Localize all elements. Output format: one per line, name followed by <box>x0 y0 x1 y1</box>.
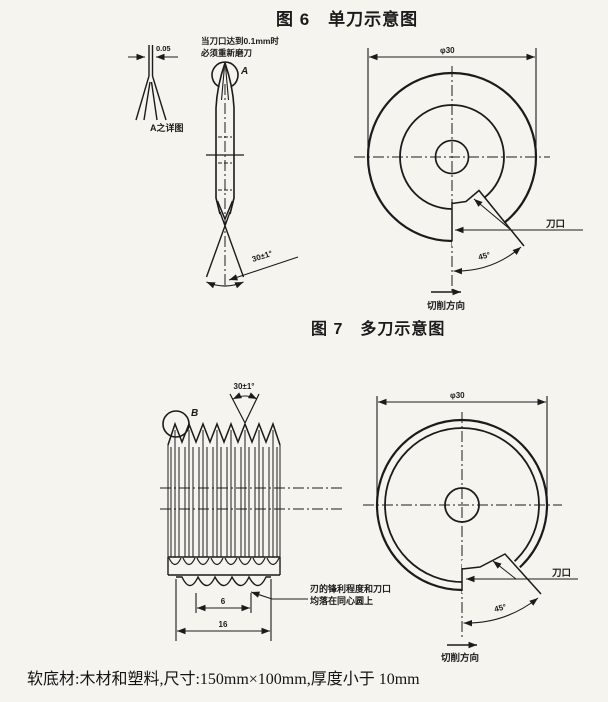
figure6-title: 图 6 单刀示意图 <box>276 10 419 29</box>
edge-angle-label: 45° <box>493 602 507 614</box>
clamp-band-outline <box>167 556 281 576</box>
section-ref-label: A <box>240 66 248 77</box>
edge-leader-diagonal <box>473 198 512 231</box>
blade-outline <box>215 62 235 215</box>
note-line1: 当刀口达到0.1mm时 <box>201 36 279 46</box>
cut-direction-label: 切削方向 <box>441 652 479 664</box>
blade-slot-mask <box>452 189 522 246</box>
edge-angle-arc <box>453 246 522 275</box>
tip-angle-arc <box>232 392 258 400</box>
blade-wedge-lines <box>135 75 167 121</box>
blade-tick-marks <box>218 136 232 191</box>
figure7-title: 图 7 多刀示意图 <box>311 321 446 338</box>
section-ref-label: B <box>191 408 198 419</box>
blade-taper-cross-lines <box>205 211 245 278</box>
callout-leader <box>250 591 308 600</box>
tip-angle-leader <box>228 256 299 281</box>
edge-label: 刀口 <box>546 219 565 230</box>
edge-angle-label: 45° <box>477 250 491 262</box>
detail-caption: A之详图 <box>150 122 184 133</box>
figure6-drawing: 0.05 A之详图 当刀口达到0.1mm时 必须重新磨刀 A <box>128 36 583 312</box>
blade-slot-lines <box>451 189 525 247</box>
callout-line1: 刃的锋利程度和刀口 <box>310 583 391 594</box>
diameter-dim-label: φ30 <box>450 391 465 400</box>
tip-angle-label: 30±1° <box>234 382 255 391</box>
figure7-drawing: B 30±1° 6 16 刃的锋利程度和刀口 均落在同心圆上 <box>160 382 578 664</box>
edge-angle-arc <box>463 597 539 627</box>
edge-label: 刀口 <box>552 568 571 579</box>
multi-blade-side-view: B 30±1° 6 16 刃的锋利程度和刀口 均落在同心圆上 <box>160 382 391 641</box>
fig7-disc-front-view: φ30 刀口 45° 切削方向 <box>363 391 578 664</box>
scalloped-edge <box>176 575 271 587</box>
section-ref-circle <box>211 61 239 88</box>
dim-extension-lines <box>175 579 272 641</box>
clamp-band-tip-notches <box>168 557 280 566</box>
detail-a-view: 0.05 A之详图 <box>128 44 184 133</box>
dim-extension-lines <box>367 48 537 158</box>
pack-centerlines <box>160 487 345 510</box>
edge-leader-diagonal <box>492 560 517 580</box>
single-blade-side-view: A 30±1° <box>205 61 299 289</box>
width-dim-label: 16 <box>219 620 228 629</box>
tip-angle-label: 30±1° <box>251 249 274 264</box>
pitch-dim-label: 6 <box>221 597 226 606</box>
detail-width-dim: 0.05 <box>156 44 171 53</box>
diameter-dim-label: φ30 <box>440 46 455 55</box>
blade-bevel-lines <box>220 65 230 101</box>
cut-direction-label: 切削方向 <box>427 300 465 312</box>
fig6-disc-front-view: φ30 刀口 45° 切削方向 <box>354 46 583 312</box>
tip-angle-arc <box>206 281 244 289</box>
blade-slot-mask <box>462 549 542 593</box>
regrind-note: 当刀口达到0.1mm时 必须重新磨刀 <box>200 36 279 58</box>
callout-line2: 均落在同心圆上 <box>310 595 373 606</box>
blade-slot-lines <box>461 553 542 595</box>
blade-pack-hatching <box>167 430 281 557</box>
dim-extension-lines <box>376 396 548 512</box>
blade-teeth-outline <box>167 421 281 446</box>
substrate-note: 软底材:木材和塑料,尺寸:150mm×100mm,厚度小于 10mm <box>27 671 420 688</box>
blade-edge-lines <box>148 45 154 76</box>
note-line2: 必须重新磨刀 <box>200 48 252 58</box>
